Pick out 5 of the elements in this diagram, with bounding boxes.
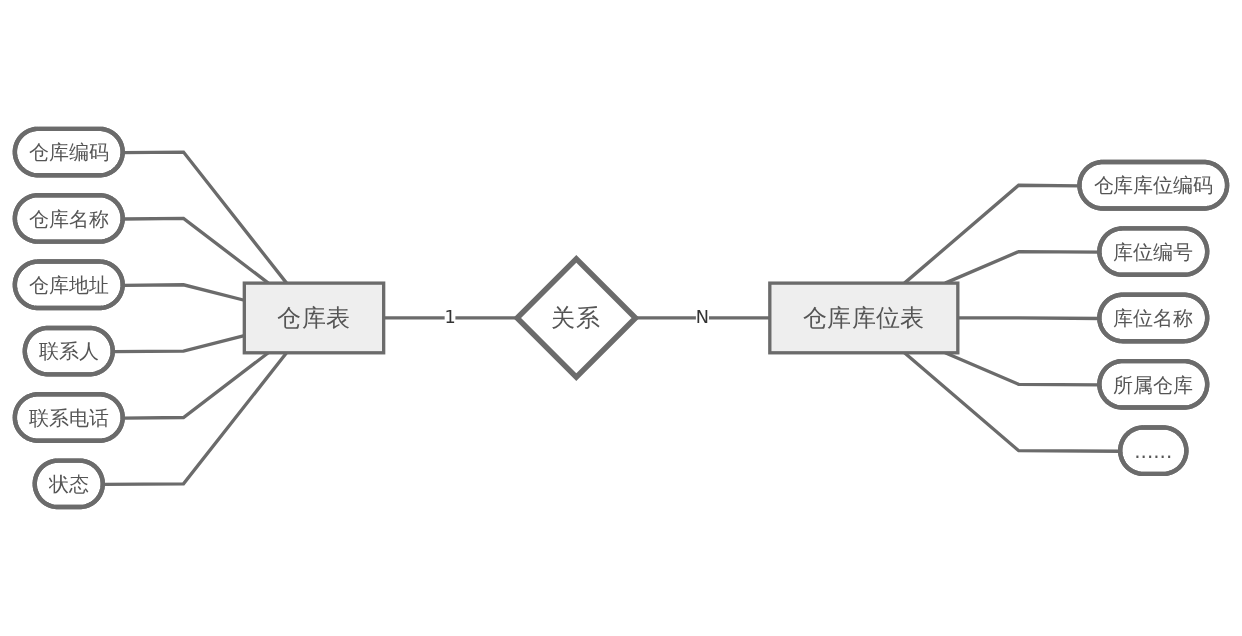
- node-diamond: 关系: [513, 254, 640, 382]
- node-box: 仓库库位表: [768, 281, 960, 355]
- edge-label: N: [695, 306, 709, 328]
- edge-label: 1: [444, 306, 456, 328]
- node-box: 仓库表: [242, 281, 386, 355]
